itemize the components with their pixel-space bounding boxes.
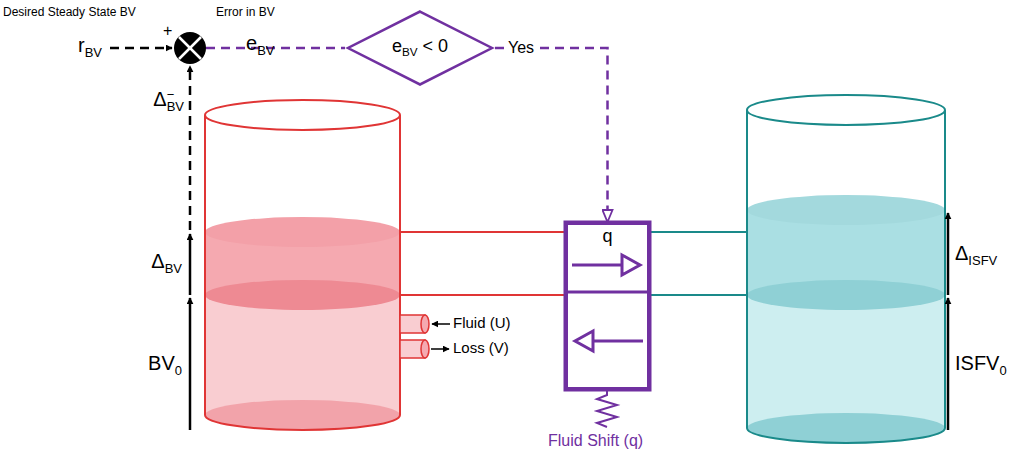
signal-name: rBV <box>78 34 102 60</box>
valve-symbol <box>565 222 650 427</box>
loss-port <box>400 340 449 358</box>
decision-diamond: eBV < 0 <box>345 10 495 86</box>
node-text: q <box>602 227 612 247</box>
volume-label: Δ−BV <box>153 88 184 112</box>
edge-label: Yes <box>505 39 537 57</box>
output-label: Loss (V) <box>453 340 509 357</box>
signal-name: eBV <box>246 32 274 58</box>
volume-label: ISFV0 <box>955 352 1007 378</box>
sign-label: + <box>163 22 172 40</box>
volume-label: ΔISFV <box>955 242 997 268</box>
volume-label: BV0 <box>148 352 182 378</box>
signal-lines <box>110 48 345 230</box>
input-label: Fluid (U) <box>453 315 511 332</box>
fluid-port <box>400 315 450 333</box>
signal-caption: Error in BV <box>216 6 275 19</box>
summing-junction <box>174 32 206 64</box>
fluid-shift-valve: q <box>565 222 650 390</box>
valve-caption: Fluid Shift (q) <box>548 432 643 450</box>
volume-arrows <box>190 213 948 430</box>
blood-tank <box>205 100 400 430</box>
signal-caption: Desired Steady State BV <box>3 6 136 19</box>
isf-tank <box>747 95 945 443</box>
dashed-connector <box>495 48 608 222</box>
volume-label: ΔBV <box>151 250 182 276</box>
node-text: eBV < 0 <box>392 37 448 59</box>
